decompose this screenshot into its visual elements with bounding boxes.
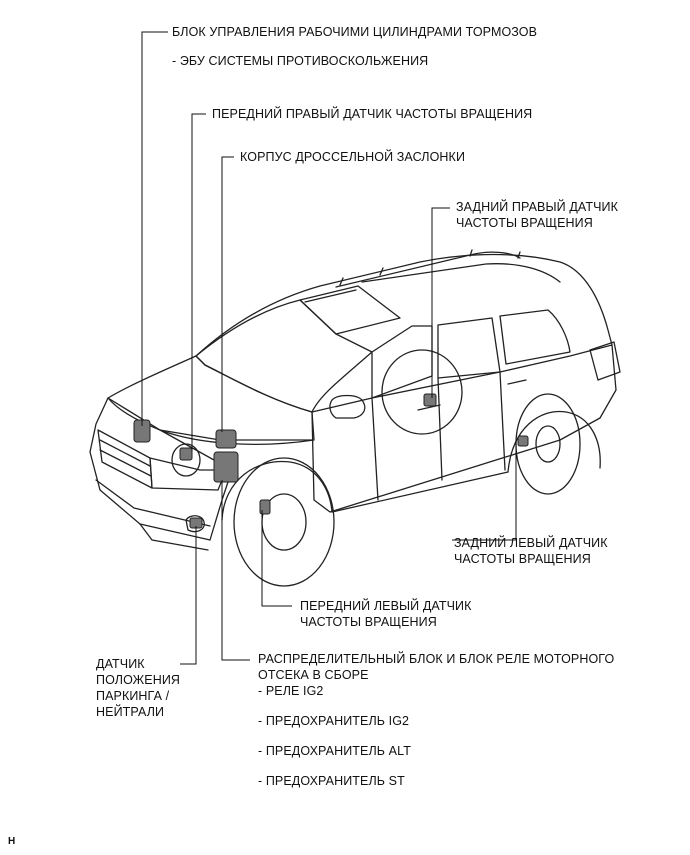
relay-block-item-ig2-relay: - РЕЛЕ IG2	[258, 684, 324, 698]
front-right-sensor-text: ПЕРЕДНИЙ ПРАВЫЙ ДАТЧИК ЧАСТОТЫ ВРАЩЕНИЯ	[212, 107, 533, 121]
rear-right-cutaway	[381, 349, 463, 435]
body-side	[311, 344, 617, 513]
relay-block-item-ig2-fuse: - ПРЕДОХРАНИТЕЛЬ IG2	[258, 714, 410, 728]
label-park-neutral-switch: ДАТЧИК ПОЛОЖЕНИЯ ПАРКИНГА / НЕЙТРАЛИ	[96, 656, 180, 720]
label-rear-right-sensor: ЗАДНИЙ ПРАВЫЙ ДАТЧИК ЧАСТОТЫ ВРАЩЕНИЯ	[456, 199, 618, 231]
relay-block-title-line-2: ОТСЕКА В СБОРЕ	[258, 668, 369, 682]
front-left-sensor-line-2: ЧАСТОТЫ ВРАЩЕНИЯ	[300, 615, 437, 629]
relay-block-title-line-1: РАСПРЕДЕЛИТЕЛЬНЫЙ БЛОК И БЛОК РЕЛЕ МОТОР…	[258, 652, 615, 666]
label-relay-block: РАСПРЕДЕЛИТЕЛЬНЫЙ БЛОК И БЛОК РЕЛЕ МОТОР…	[258, 651, 614, 699]
park-neutral-line-2: ПОЛОЖЕНИЯ	[96, 673, 181, 687]
front-bumper	[95, 479, 211, 551]
roof-outline	[195, 253, 613, 357]
label-brake-actuator: БЛОК УПРАВЛЕНИЯ РАБОЧИМИ ЦИЛИНДРАМИ ТОРМ…	[172, 24, 537, 40]
corner-code: H	[8, 836, 16, 847]
front-door-handle	[417, 404, 441, 411]
label-front-left-sensor: ПЕРЕДНИЙ ЛЕВЫЙ ДАТЧИК ЧАСТОТЫ ВРАЩЕНИЯ	[300, 598, 472, 630]
front-left-sensor-line-1: ПЕРЕДНИЙ ЛЕВЫЙ ДАТЧИК	[300, 599, 472, 613]
leader-rear-right-sensor	[431, 207, 450, 398]
leader-rear-left-sensor	[452, 440, 517, 541]
tail-light	[589, 341, 621, 381]
label-skid-control-ecu: - ЭБУ СИСТЕМЫ ПРОТИВОСКОЛЬЖЕНИЯ	[172, 53, 428, 69]
park-neutral-line-1: ДАТЧИК	[96, 657, 145, 671]
front-wheel	[233, 457, 335, 587]
throttle-body-text: КОРПУС ДРОССЕЛЬНОЙ ЗАСЛОНКИ	[240, 150, 466, 164]
label-rear-left-sensor: ЗАДНИЙ ЛЕВЫЙ ДАТЧИК ЧАСТОТЫ ВРАЩЕНИЯ	[454, 535, 608, 567]
brake-actuator-title: БЛОК УПРАВЛЕНИЯ РАБОЧИМИ ЦИЛИНДРАМИ ТОРМ…	[172, 25, 538, 39]
rear-door-handle	[507, 379, 527, 385]
fog-light	[185, 515, 205, 533]
rear-right-sensor-component	[423, 393, 437, 407]
sunroof	[299, 285, 401, 335]
rear-left-sensor-line-1: ЗАДНИЙ ЛЕВЫЙ ДАТЧИК	[454, 536, 608, 550]
rear-left-sensor-component	[517, 435, 529, 447]
relay-block-item-st-fuse: - ПРЕДОХРАНИТЕЛЬ ST	[258, 774, 405, 788]
roof-rail-right	[361, 263, 561, 283]
leader-front-left-sensor	[261, 510, 292, 607]
leader-front-right-sensor	[191, 113, 206, 452]
leader-brake-actuator	[141, 31, 168, 426]
front-wheel-arch	[221, 460, 333, 521]
leader-relay-block	[221, 480, 250, 661]
side-mirror	[329, 394, 366, 419]
quarter-window	[499, 309, 571, 365]
rear-right-sensor-line-1: ЗАДНИЙ ПРАВЫЙ ДАТЧИК	[456, 200, 618, 214]
rear-left-sensor-line-2: ЧАСТОТЫ ВРАЩЕНИЯ	[454, 552, 591, 566]
relay-block-item-alt-fuse: - ПРЕДОХРАНИТЕЛЬ ALT	[258, 744, 411, 758]
relay-block-component	[213, 451, 239, 483]
front-fascia	[89, 397, 233, 541]
label-throttle-body: КОРПУС ДРОССЕЛЬНОЙ ЗАСЛОНКИ	[240, 149, 465, 165]
front-right-hub	[171, 443, 201, 477]
rear-right-sensor-line-2: ЧАСТОТЫ ВРАЩЕНИЯ	[456, 216, 593, 230]
label-front-right-sensor: ПЕРЕДНИЙ ПРАВЫЙ ДАТЧИК ЧАСТОТЫ ВРАЩЕНИЯ	[212, 106, 532, 122]
leader-throttle-body	[221, 156, 234, 432]
skid-control-ecu-text: - ЭБУ СИСТЕМЫ ПРОТИВОСКОЛЬЖЕНИЯ	[172, 54, 429, 68]
throttle-body-component	[215, 429, 237, 449]
leader-park-neutral	[180, 526, 197, 665]
front-right-sensor-component	[179, 447, 193, 461]
park-neutral-line-4: НЕЙТРАЛИ	[96, 705, 165, 719]
park-neutral-line-3: ПАРКИНГА /	[96, 689, 170, 703]
rear-door-window	[437, 317, 501, 379]
